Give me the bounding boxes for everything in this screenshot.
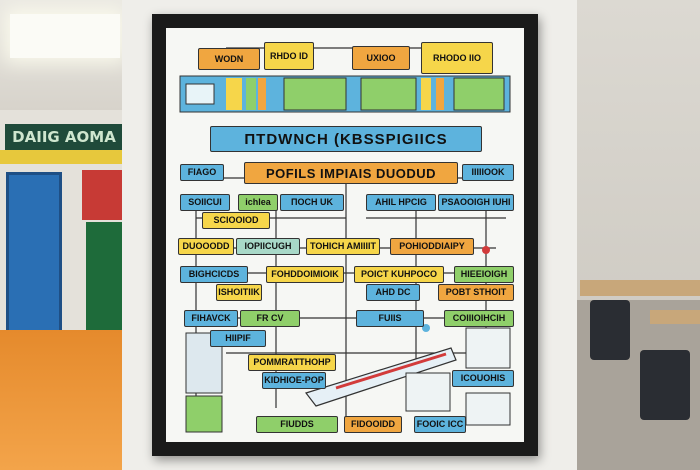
flow-node: BIGHCICDS	[180, 266, 248, 283]
flow-node: POMMRATTHOHP	[248, 354, 336, 371]
orange-floor	[0, 330, 125, 470]
chair	[590, 300, 630, 360]
flow-node: HIIPIF	[210, 330, 266, 347]
flow-node: FOHDDOIMIOIK	[266, 266, 344, 283]
flow-node: FR CV	[240, 310, 300, 327]
flow-node: FUIIS	[356, 310, 424, 327]
top-label: WODN	[198, 48, 260, 70]
flow-node: POHIODDIAIPY	[390, 238, 474, 255]
red-panel	[82, 170, 122, 220]
desk	[650, 310, 700, 324]
flow-node: TOHICH AMIIIIT	[306, 238, 380, 255]
flow-node: FIAGO	[180, 164, 224, 181]
top-label: RHDO ID	[264, 42, 314, 70]
desk	[580, 280, 700, 296]
flow-node: ISHOITIIK	[216, 284, 262, 301]
ceiling-light-left	[10, 14, 120, 58]
hallway-banner: DAIIG AOMA	[5, 124, 123, 150]
flow-node: HIEEIOIGH	[454, 266, 514, 283]
yellow-trim	[0, 150, 125, 164]
flow-node: FIHAVCK	[184, 310, 238, 327]
flow-node: FIUDDS	[256, 416, 338, 433]
flow-node: ΠOCH UK	[280, 194, 344, 211]
poster-subtitle: POFILS IMPIAIS DUODUD	[244, 162, 458, 184]
flowchart-poster: WODN RHDO ID UXIOO RHODO IIO ΠTDWNCH (KB…	[166, 28, 524, 442]
flow-node: KIDHIOE-POP	[262, 372, 326, 389]
top-label: RHODO IIO	[421, 42, 493, 74]
flow-node: PSAOOIGH IUHI	[438, 194, 514, 211]
blue-bulletin-board	[6, 172, 62, 348]
flow-node: POICT KUHPOCO	[354, 266, 444, 283]
flow-node: POBT STHOIT	[438, 284, 514, 301]
chair	[640, 350, 690, 420]
poster-title: ΠTDWNCH (KBSSPIGIICS	[210, 126, 482, 152]
flow-node: ichlea	[238, 194, 278, 211]
top-label: UXIOO	[352, 46, 410, 70]
flow-node: AHD DC	[366, 284, 420, 301]
flow-node: SOIICUI	[180, 194, 230, 211]
flow-node: SCIOOIOD	[202, 212, 270, 229]
flow-node: COIIIOIHCIH	[444, 310, 514, 327]
flow-node: AHIL HPCIG	[366, 194, 436, 211]
flow-node: IOPIICUGH	[236, 238, 300, 255]
flow-node: ICOUOHIS	[452, 370, 514, 387]
flow-node: FOOIC ICC	[414, 416, 466, 433]
flow-node: FIDOOIDD	[344, 416, 402, 433]
color-band-row	[179, 75, 511, 113]
flow-node: IIIIIOOK	[462, 164, 514, 181]
flow-node: DUOOODD	[178, 238, 234, 255]
